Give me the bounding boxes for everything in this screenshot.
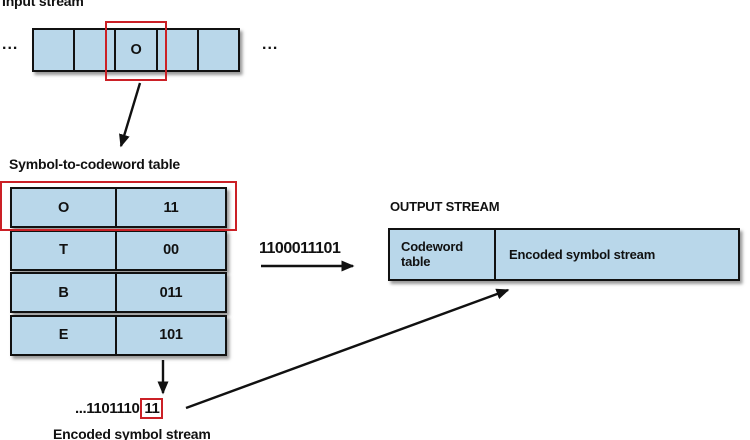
- input-stream-row: O: [32, 28, 240, 72]
- arrow-input-to-table: [119, 82, 142, 148]
- transfer-bits: 1100011101: [259, 240, 341, 257]
- input-cell-current-symbol: O: [116, 30, 158, 70]
- codeword-cell: 101: [159, 327, 183, 343]
- codeword-cell: 00: [163, 242, 179, 258]
- input-stream-ellipsis-right: ...: [262, 36, 279, 53]
- input-symbol-highlight: [105, 21, 167, 81]
- arrow-encoded-to-output: [185, 288, 510, 410]
- input-cell-4: [158, 30, 199, 70]
- table-row: E 101: [10, 314, 227, 356]
- codeword-cell: 11: [163, 199, 179, 216]
- table-row-highlight: [0, 181, 237, 231]
- symbol-cell: T: [12, 231, 117, 269]
- table-row: T 00: [10, 229, 227, 271]
- symbol-cell: O: [12, 189, 117, 226]
- input-stream-ellipsis-left: ...: [2, 36, 19, 53]
- output-stream-box: Codeword table Encoded symbol stream: [388, 228, 740, 281]
- table-row: O 11: [10, 187, 227, 228]
- encoded-bits-highlight: 11: [140, 398, 164, 419]
- input-cell-2: [75, 30, 117, 70]
- input-cell-1: [34, 30, 76, 70]
- input-stream-label: Input stream: [2, 0, 84, 9]
- output-encoded-cell: Encoded symbol stream: [509, 247, 656, 262]
- table-row: B 011: [10, 272, 227, 313]
- encoded-bits-prefix: ...1101110: [75, 400, 140, 417]
- encoded-stream-label: Encoded symbol stream: [53, 426, 211, 440]
- symbol-cell: E: [12, 316, 117, 354]
- symbol-cell: B: [12, 274, 117, 311]
- output-stream-label: OUTPUT STREAM: [390, 199, 500, 214]
- codeword-table-label: Symbol-to-codeword table: [9, 156, 180, 172]
- input-cell-5: [199, 30, 238, 70]
- codeword-cell: 011: [159, 284, 183, 301]
- output-codeword-table-cell: Codeword table: [390, 230, 496, 279]
